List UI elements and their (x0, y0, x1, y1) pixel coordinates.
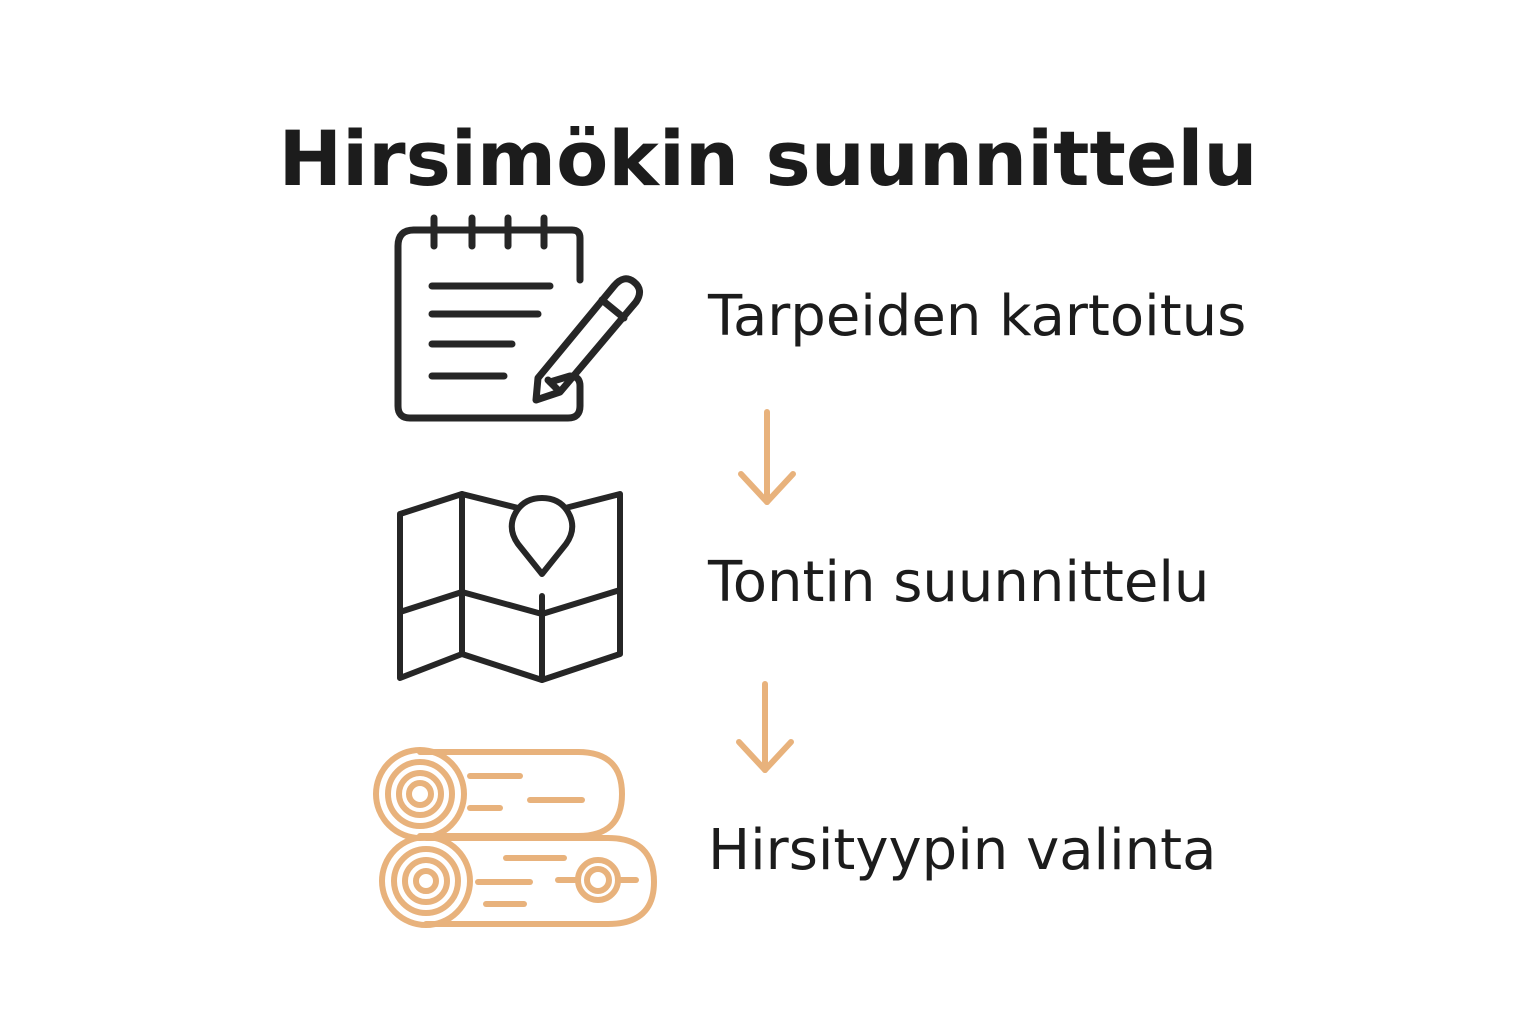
step-label-needs: Tarpeiden kartoitus (708, 284, 1247, 349)
map-pin-icon (390, 484, 630, 690)
page-title: Hirsimökin suunnittelu (278, 113, 1258, 203)
step-label-site: Tontin suunnittelu (708, 550, 1210, 615)
arrow-down-icon (732, 406, 802, 514)
notepad-pencil-icon (388, 210, 658, 430)
step-label-log-type: Hirsityypin valinta (708, 818, 1217, 883)
log-stack-icon (368, 744, 664, 934)
arrow-down-icon (730, 678, 800, 782)
